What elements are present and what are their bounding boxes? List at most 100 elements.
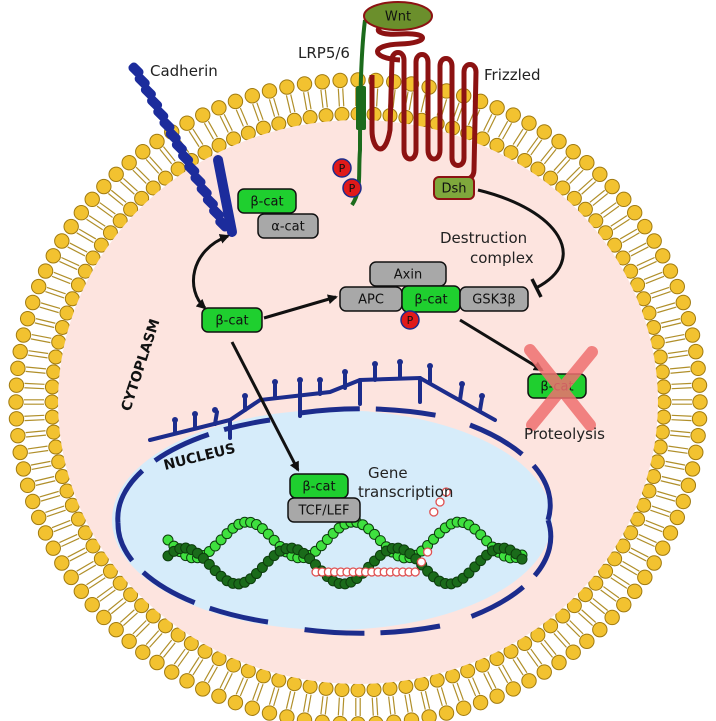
lipid-head-inner — [566, 598, 582, 614]
lipid-tail — [553, 156, 571, 174]
lipid-head-outer — [164, 664, 180, 680]
lipid-head-inner — [577, 201, 593, 217]
lipid-head-outer — [121, 155, 137, 171]
lipid-head-outer — [579, 155, 595, 171]
lipid-tail — [672, 399, 692, 405]
lipid-head-inner — [85, 538, 101, 554]
lipid-head-outer — [455, 700, 472, 716]
lipid-tail — [119, 177, 138, 195]
lipid-head-inner — [656, 394, 672, 410]
lipid-tail — [203, 664, 218, 684]
lipid-head-inner — [517, 152, 533, 168]
lipid-head-inner — [398, 678, 414, 694]
lipid-tail — [660, 475, 682, 486]
lipid-head-outer — [15, 327, 32, 343]
lrp-transmembrane — [356, 86, 366, 130]
lipid-head-inner — [145, 180, 161, 196]
frizzled-receptor — [369, 50, 479, 183]
lipid-tail — [483, 671, 497, 691]
lipid-tail — [320, 89, 328, 108]
lipid-head-inner — [530, 161, 546, 177]
lipid-tail — [553, 630, 571, 648]
lipid-head-outer — [637, 218, 653, 235]
lipid-tail — [302, 693, 312, 713]
lipid-head-outer — [45, 248, 61, 264]
lipid-tail — [655, 302, 677, 314]
lipid-tail — [159, 639, 176, 658]
lipid-head-outer — [121, 633, 137, 649]
lipid-tail — [219, 113, 233, 133]
lipid-head-outer — [211, 688, 227, 704]
lipid-tail — [219, 671, 233, 691]
lipid-head-inner — [598, 225, 614, 241]
lipid-head-inner — [414, 676, 430, 692]
lipid-head-outer — [691, 377, 708, 393]
lipid-tail — [59, 533, 80, 548]
lipid-head-outer — [261, 83, 278, 99]
lipid-head-inner — [51, 334, 67, 350]
lipid-head-outer — [551, 654, 567, 671]
lipid-head-outer — [438, 705, 455, 721]
lipid-tail — [188, 656, 204, 676]
lipid-head-outer — [211, 100, 227, 116]
lipid-tail — [650, 286, 671, 299]
beta-cat-membrane-box — [237, 188, 297, 214]
lipid-head-outer — [403, 712, 420, 721]
dsh-label: Dsh — [441, 182, 466, 197]
lipid-tail — [512, 656, 528, 676]
lipid-head-outer — [179, 115, 195, 131]
lipid-head-inner — [615, 538, 631, 554]
lipid-head-inner — [44, 379, 60, 395]
lipid-tail — [526, 137, 543, 156]
lipid-head-outer — [179, 673, 195, 689]
lipid-head-outer — [616, 596, 632, 613]
lipid-tail — [337, 88, 345, 107]
lipid-head-outer — [296, 76, 313, 92]
lipid-tail — [483, 113, 497, 133]
lipid-head-inner — [170, 627, 186, 643]
lipid-head-inner — [271, 116, 287, 132]
lipid-tail — [24, 399, 44, 405]
mrna-nucleotide — [435, 497, 445, 507]
lipid-head-outer — [31, 278, 47, 295]
lipid-tail — [25, 430, 47, 438]
lipid-head-outer — [63, 569, 79, 586]
lipid-tail — [285, 690, 296, 710]
lipid-head-outer — [675, 493, 691, 510]
lipid-head-inner — [112, 213, 128, 229]
lipid-tail — [285, 94, 296, 114]
gene-transcription-label-1: Gene — [368, 464, 408, 482]
lipid-tail — [132, 620, 150, 638]
lipid-head-inner — [656, 409, 672, 425]
degradation-cross — [524, 344, 598, 431]
lipid-head-inner — [271, 672, 287, 688]
dna-strand-dark — [516, 553, 528, 565]
lipid-tail — [540, 146, 557, 165]
lipid-head-inner — [46, 364, 62, 380]
nuclear-envelope-protrusions — [148, 362, 497, 442]
lipid-tail — [268, 97, 280, 117]
arrow-to-destruction-complex — [263, 294, 338, 320]
lipid-head-outer — [37, 263, 54, 279]
lipid-tail — [235, 107, 249, 127]
lipid-tail — [51, 271, 73, 285]
arrow-to-proteolysis — [459, 318, 544, 372]
lipid-head-outer — [692, 394, 708, 410]
lipid-head-outer — [227, 93, 244, 110]
lipid-tail — [39, 302, 61, 314]
lipid-head-outer — [350, 716, 366, 721]
lipid-head-inner — [183, 636, 199, 652]
lipid-tail — [643, 519, 665, 533]
lipid-tail — [650, 505, 671, 518]
lipid-tail — [24, 414, 45, 422]
lipid-head-outer — [8, 377, 25, 393]
lipid-head-inner — [334, 682, 350, 698]
destruction-complex-label-2: complex — [470, 249, 534, 267]
lipid-tail — [452, 682, 464, 702]
mrna-nucleotide — [441, 487, 451, 497]
lrp-label: LRP5/6 — [298, 44, 350, 62]
lipid-head-inner — [93, 237, 109, 253]
mrna-nucleotide — [410, 567, 420, 577]
lipid-head-outer — [108, 166, 124, 183]
lipid-head-outer — [96, 609, 112, 626]
